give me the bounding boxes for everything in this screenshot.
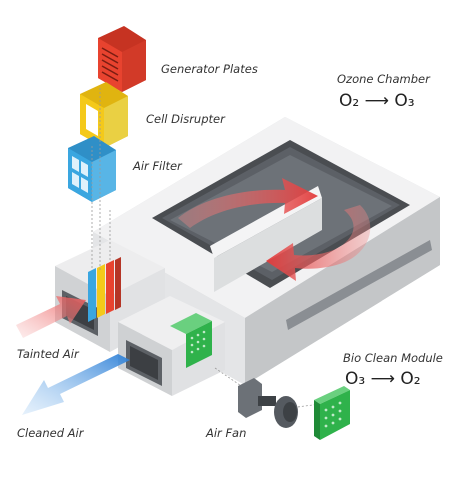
air-fan-label: Air Fan xyxy=(206,426,247,440)
cell-disrupter-icon xyxy=(80,82,128,148)
bio-clean-formula: O₃ ⟶ O₂ xyxy=(345,369,421,389)
ozone-formula: O₂ ⟶ O₃ xyxy=(339,91,415,111)
cleaned-air-arrow xyxy=(22,354,130,415)
bio-clean-module-label: Bio Clean Module xyxy=(343,351,443,365)
ozone-chamber-label: Ozone Chamber xyxy=(337,72,430,86)
filter-stack xyxy=(88,257,121,322)
generator-plates-label: Generator Plates xyxy=(161,62,258,76)
cell-disrupter-label: Cell Disrupter xyxy=(146,112,225,126)
cleaned-air-label: Cleaned Air xyxy=(17,426,84,440)
air-filter-label: Air Filter xyxy=(133,159,182,173)
ozone-flow-arrows xyxy=(178,178,371,281)
bio-clean-module-icon xyxy=(314,386,350,440)
bio-clean-housing xyxy=(118,296,225,396)
generator-plates-icon xyxy=(98,26,146,92)
air-fan-icon xyxy=(238,378,298,428)
tainted-air-arrow xyxy=(16,296,86,338)
tainted-air-label: Tainted Air xyxy=(17,347,79,361)
air-filter-icon xyxy=(68,136,116,202)
